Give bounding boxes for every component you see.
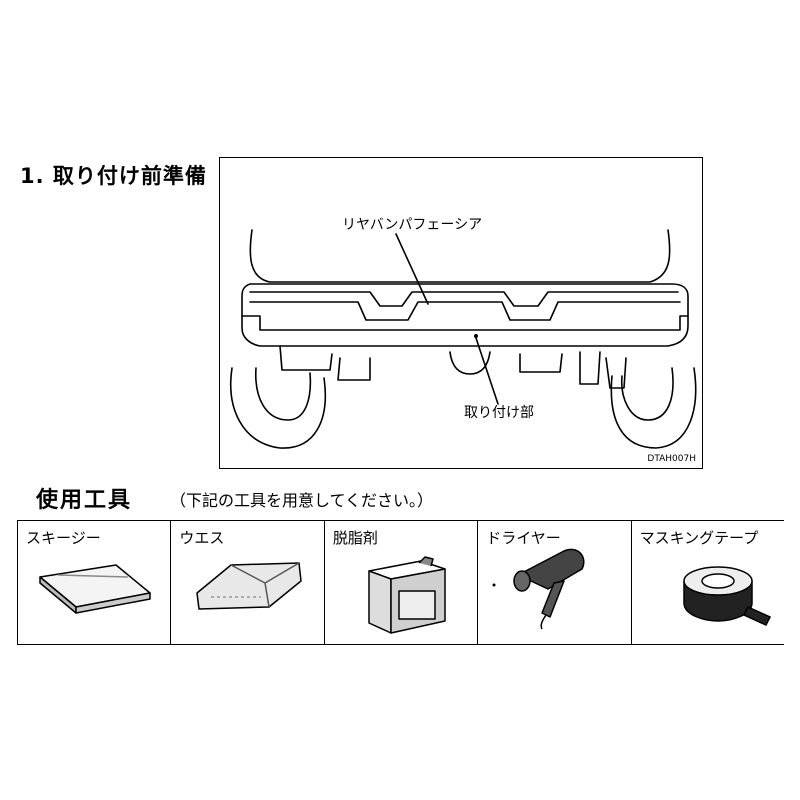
tools-heading: 使用工具 xyxy=(36,488,133,513)
mount-area-label: 取り付け部 xyxy=(464,405,534,421)
section-title: 1. 取り付け前準備 xyxy=(20,164,207,188)
tool-cell-degreaser: 脱脂剤 xyxy=(325,521,479,644)
tool-cell-squeegee: スキージー xyxy=(18,521,172,644)
bumper-figure: リヤバンパフェーシア 取り付け部 DTAH007H xyxy=(219,157,703,469)
tools-table: スキージー ウエス 脱脂剤 xyxy=(17,520,784,645)
tool-name: ドライヤー xyxy=(486,529,561,547)
rear-bumper-illustration xyxy=(230,229,697,449)
tool-name: スキージー xyxy=(26,529,101,547)
tool-name: 脱脂剤 xyxy=(332,529,378,547)
mount-point-marker xyxy=(474,334,478,338)
squeegee-icon xyxy=(39,564,151,614)
masking-tape-icon xyxy=(682,566,771,626)
tool-name: ウエス xyxy=(179,529,225,547)
tool-cell-dryer: ドライヤー xyxy=(478,521,632,644)
figure-code: DTAH007H xyxy=(647,454,696,464)
cloth-rag-icon xyxy=(196,562,303,610)
degreaser-can-icon xyxy=(368,556,446,634)
fascia-label: リヤバンパフェーシア xyxy=(342,217,483,233)
hair-dryer-icon xyxy=(492,548,585,630)
tools-note: （下記の工具を用意してください。） xyxy=(170,491,434,510)
tool-cell-masking-tape: マスキングテープ xyxy=(632,521,784,644)
tool-name: マスキングテープ xyxy=(639,529,759,547)
tool-cell-rag: ウエス xyxy=(171,521,325,644)
